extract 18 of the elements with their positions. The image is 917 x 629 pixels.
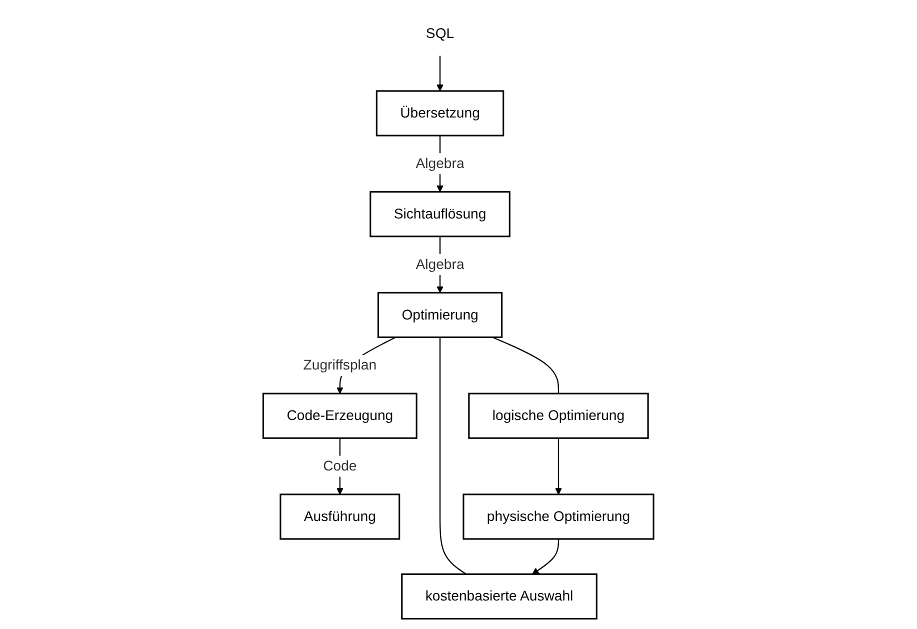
node-box: physische Optimierung <box>462 493 654 540</box>
arrow <box>532 538 560 574</box>
connector <box>440 336 467 574</box>
node-box: Optimierung <box>378 291 503 338</box>
node-box: kostenbasierte Auswahl <box>401 572 598 620</box>
node-box: Ausführung <box>280 493 400 540</box>
edge-label: Zugriffsplan <box>303 356 377 372</box>
arrow <box>555 438 562 494</box>
edge-label: Code <box>323 458 357 474</box>
node-text: SQL <box>426 24 454 40</box>
arrow <box>436 55 444 91</box>
node-box: Übersetzung <box>376 90 504 136</box>
edge-label: Algebra <box>416 155 464 171</box>
edge-label: Algebra <box>416 256 464 272</box>
node-box: Code-Erzeugung <box>262 392 418 438</box>
node-box: logische Optimierung <box>468 392 649 438</box>
node-box: Sichtauflösung <box>370 190 511 237</box>
connector <box>492 336 560 394</box>
